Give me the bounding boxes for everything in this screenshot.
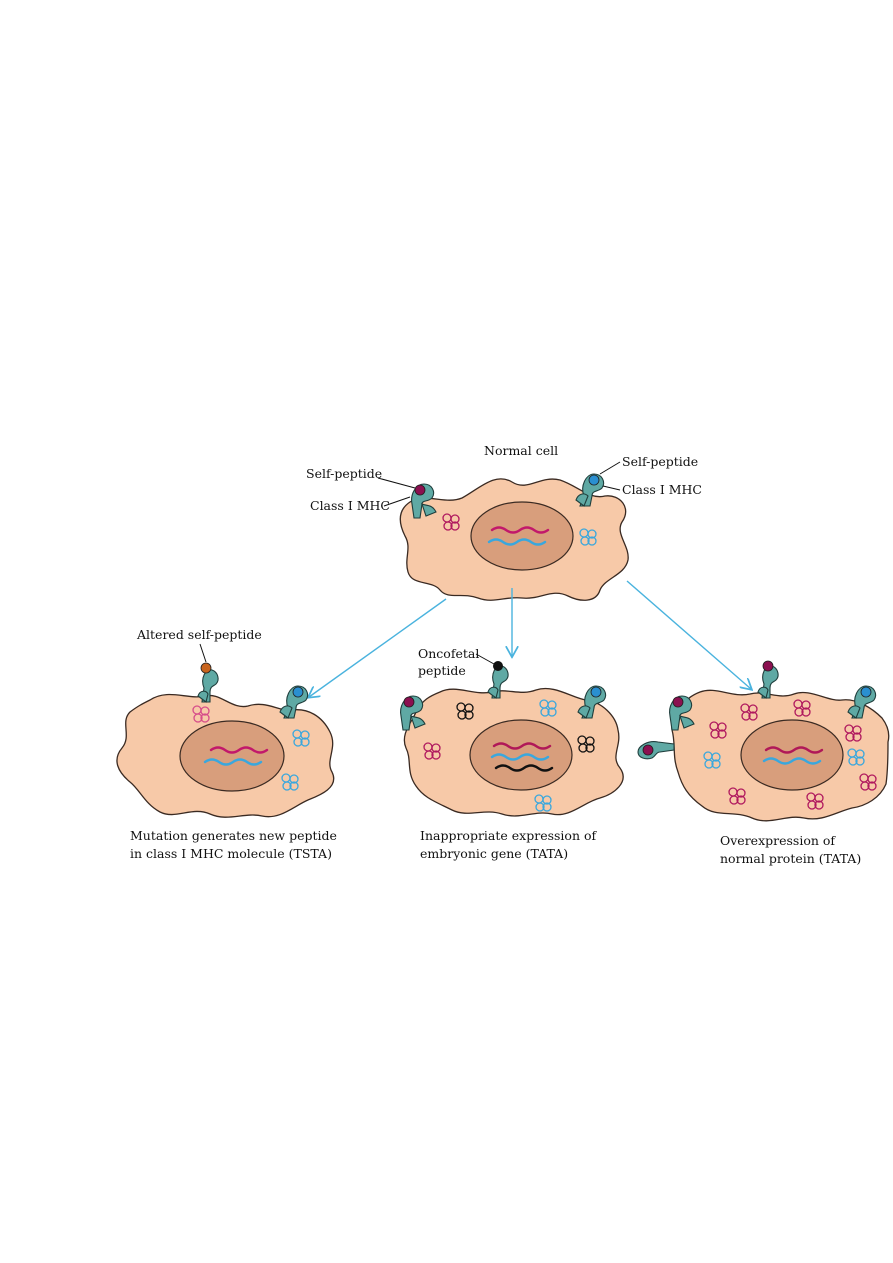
overexpression-nucleus bbox=[740, 719, 844, 791]
mhc-molecule-icon bbox=[847, 685, 877, 719]
normal-mrna-magenta bbox=[490, 526, 550, 534]
embryonic-mrna-black bbox=[494, 764, 554, 772]
overexpression-caption-line2: normal protein (TATA) bbox=[720, 851, 861, 866]
altered-self-peptide-label: Altered self-peptide bbox=[136, 627, 262, 642]
normal-self-peptide-left bbox=[414, 484, 426, 496]
normal-cell-title: Normal cell bbox=[484, 443, 558, 458]
normal-cell: Normal cell Self-peptide Class I MHC Sel… bbox=[306, 443, 702, 601]
protein-coil-icon bbox=[859, 773, 877, 791]
overexpression-caption-line1: Overexpression of bbox=[720, 833, 836, 848]
protein-coil-icon bbox=[793, 699, 811, 717]
mutated-mrna-magenta bbox=[209, 746, 269, 754]
tsta-caption-line2: in class I MHC molecule (TSTA) bbox=[130, 846, 332, 861]
embryonic-caption-line1: Inappropriate expression of bbox=[420, 828, 597, 843]
overexpression-mrna-blue bbox=[762, 757, 822, 765]
protein-coil-icon bbox=[423, 742, 441, 760]
protein-coil-icon bbox=[539, 699, 557, 717]
protein-coil-icon bbox=[728, 787, 746, 805]
oncofetal-label-line1: Oncofetal bbox=[418, 646, 479, 661]
mhc-molecule-icon bbox=[757, 660, 779, 699]
normal-self-peptide-right bbox=[588, 474, 600, 486]
normal-nucleus bbox=[470, 501, 574, 571]
mhc-molecule-icon bbox=[669, 695, 695, 731]
protein-coil-icon bbox=[281, 773, 299, 791]
embryonic-cell: Oncofetal peptide Inappropriate expressi… bbox=[400, 646, 624, 861]
normal-mhc-left bbox=[411, 483, 437, 519]
protein-coil-icon bbox=[806, 792, 824, 810]
normal-mrna-blue bbox=[487, 538, 547, 546]
embryonic-caption-line2: embryonic gene (TATA) bbox=[420, 846, 568, 861]
oncofetal-label-line2: peptide bbox=[418, 663, 466, 678]
protein-coil-icon bbox=[577, 735, 595, 753]
protein-coil-icon bbox=[740, 703, 758, 721]
embryonic-mrna-magenta bbox=[492, 742, 552, 750]
protein-coil-icon bbox=[847, 748, 865, 766]
mhc-molecule-icon bbox=[197, 662, 219, 703]
protein-coil-icon bbox=[844, 724, 862, 742]
protein-coil-icon bbox=[292, 729, 310, 747]
oncofetal-peptide bbox=[493, 661, 503, 671]
mhc-molecule-icon bbox=[577, 685, 607, 719]
protein-coil-icon bbox=[456, 702, 474, 720]
self-peptide-right-label: Self-peptide bbox=[622, 454, 698, 469]
arrow-icon bbox=[626, 580, 751, 689]
embryonic-mrna-blue bbox=[490, 753, 550, 761]
overexpression-mrna-magenta bbox=[764, 746, 824, 754]
protein-coil-icon bbox=[192, 705, 210, 723]
protein-coil-icon bbox=[703, 751, 721, 769]
mutated-nucleus bbox=[179, 720, 285, 792]
mhc-molecule-icon bbox=[637, 741, 675, 760]
mhc-molecule-icon bbox=[279, 685, 309, 719]
normal-mhc-right bbox=[575, 473, 605, 507]
class-mhc-left-label: Class I MHC bbox=[310, 498, 390, 513]
self-peptide-left-label: Self-peptide bbox=[306, 466, 382, 481]
overexpression-cell: Overexpression of normal protein (TATA) bbox=[637, 660, 890, 866]
protein-coil-icon bbox=[709, 721, 727, 739]
altered-self-peptide bbox=[200, 662, 212, 674]
mutated-cell: Altered self-peptide Mutation generates … bbox=[116, 627, 337, 861]
protein-coil-icon bbox=[442, 513, 460, 531]
mhc-molecule-icon bbox=[400, 695, 426, 731]
tsta-caption-line1: Mutation generates new peptide bbox=[130, 828, 337, 843]
protein-coil-icon bbox=[579, 528, 597, 546]
mhc-molecule-icon bbox=[487, 661, 509, 699]
protein-coil-icon bbox=[534, 794, 552, 812]
class-mhc-right-label: Class I MHC bbox=[622, 482, 702, 497]
arrow-icon bbox=[309, 598, 447, 697]
mutated-mrna-blue bbox=[203, 758, 263, 766]
